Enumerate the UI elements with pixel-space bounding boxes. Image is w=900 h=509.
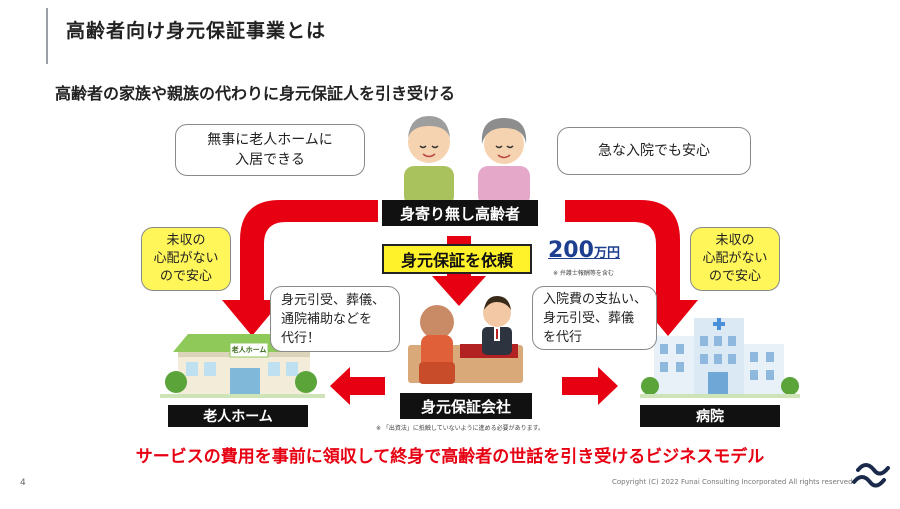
company-logo — [852, 463, 890, 488]
legal-footnote: ※ 「出資法」に抵触していないように進める必要があります。 — [376, 425, 545, 432]
fee-amount: 200万円 — [548, 238, 620, 263]
bubble-right-relief: 未収の 心配がない ので安心 — [690, 227, 780, 291]
elderly-woman-illustration — [478, 118, 530, 206]
elderly-man-illustration — [404, 116, 454, 206]
business-model-tagline: サービスの費用を事前に領収して終身で高齢者の世話を引き受けるビジネスモデル — [135, 447, 765, 467]
label-company: 身元保証会社 — [400, 393, 532, 419]
left-arrow — [330, 367, 385, 405]
bubble-hospital-wish: 急な入院でも安心 — [557, 127, 751, 175]
right-arrow — [562, 367, 618, 405]
bubble-left-relief: 未収の 心配がない ので安心 — [141, 227, 231, 291]
fee-value: 200 — [548, 238, 594, 263]
label-hospital: 病院 — [640, 405, 780, 427]
left-flow-arrow — [222, 200, 378, 336]
label-nursing-home: 老人ホーム — [168, 405, 308, 427]
label-elderly: 身寄り無し高齢者 — [382, 200, 538, 226]
page-title: 高齢者向け身元保証事業とは — [66, 20, 327, 42]
right-flow-arrow — [565, 200, 698, 336]
copyright-notice: Copyright (C) 2022 Funai Consulting Inco… — [612, 478, 855, 486]
bubble-nursing-wish: 無事に老人ホームに 入居できる — [175, 124, 365, 176]
bubble-services-nursing: 身元引受、葬儀、 通院補助などを 代行！ — [270, 286, 400, 352]
consultation-illustration — [408, 296, 523, 384]
label-request: 身元保証を依頼 — [382, 244, 532, 274]
fee-note: ※ 弁護士報酬等を含む — [553, 270, 614, 277]
page-number: 4 — [20, 478, 26, 488]
building-sign: 老人ホーム — [231, 346, 267, 354]
bubble-services-hospital: 入院費の支払い、 身元引受、葬儀 を代行 — [532, 286, 657, 350]
title-accent-bar — [46, 8, 48, 64]
fee-unit: 万円 — [593, 246, 620, 261]
page-subtitle: 高齢者の家族や親族の代わりに身元保証人を引き受ける — [55, 84, 456, 103]
hospital-building — [640, 318, 800, 398]
